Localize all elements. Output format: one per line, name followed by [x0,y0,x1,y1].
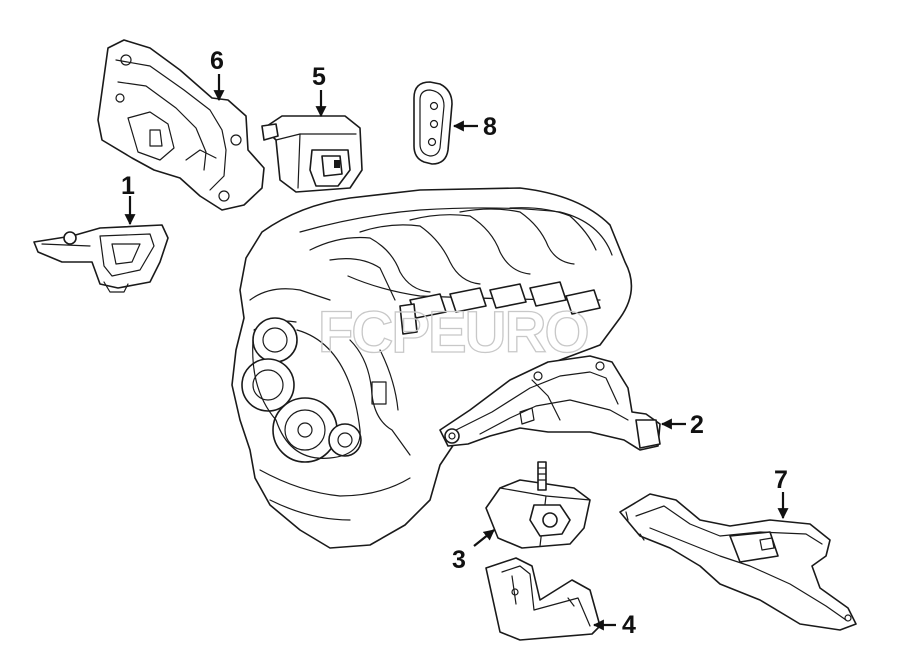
callout-4: 4 [622,611,636,639]
callout-8: 8 [483,113,497,141]
part-5-engine-mount [261,115,363,193]
callout-2: 2 [690,411,704,439]
callout-6: 6 [210,47,224,75]
part-2-transmission-bracket [439,355,661,451]
engine-illustration [231,187,633,549]
callout-leaders [124,74,789,631]
part-3-transmission-mount [485,461,591,549]
part-6-engine-support-bracket [97,39,265,211]
part-7-transmission-crossmember [619,493,857,631]
part-8-mount-plate [413,81,453,165]
leader-3 [473,529,495,547]
callout-7: 7 [774,466,788,494]
callout-3: 3 [452,546,466,574]
callout-5: 5 [312,63,326,91]
watermark-logo: FCPEURO [318,300,588,365]
part-1-engine-mount-bracket [33,224,169,293]
callout-labels: 1 2 3 4 5 6 7 8 [121,47,788,639]
callout-1: 1 [121,172,135,200]
part-4-mount-bracket [485,557,601,641]
